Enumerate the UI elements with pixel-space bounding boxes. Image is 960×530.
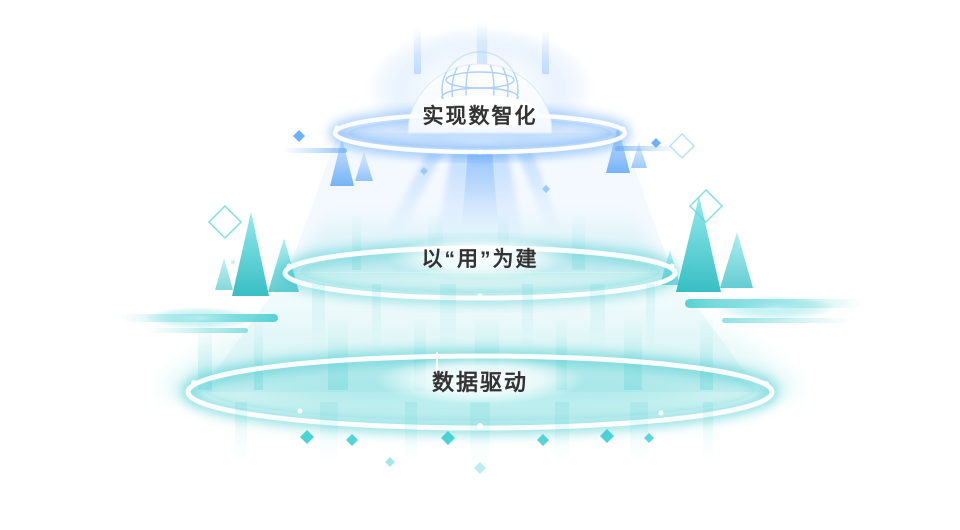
crystal-shards-left-blue xyxy=(330,138,373,186)
sparkle-dots xyxy=(191,125,769,429)
blue-diamond-particles xyxy=(293,130,696,193)
top-tier-platform xyxy=(330,20,630,164)
tier-middle-label: 以“用”为建 xyxy=(421,248,539,271)
top-connector-rays xyxy=(283,126,696,242)
crystal-cluster-left xyxy=(207,204,299,296)
tier-top-label: 实现数智化 xyxy=(422,105,538,128)
top-left-dash xyxy=(283,148,347,153)
tier-bottom-label: 数据驱动 xyxy=(431,370,529,395)
top-under-glow xyxy=(330,120,630,164)
left-flare-streaks xyxy=(120,307,278,333)
middle-light-rays-down xyxy=(312,284,655,352)
top-right-dash xyxy=(615,146,677,151)
bottom-label-glow xyxy=(375,356,585,404)
bottom-beam-line xyxy=(436,352,438,388)
bottom-light-rays-down xyxy=(235,402,713,462)
right-flare-streaks xyxy=(685,296,863,323)
bottom-diamond-particles xyxy=(300,429,654,474)
middle-label-glow xyxy=(388,236,572,278)
dome-rays-up xyxy=(414,20,549,74)
